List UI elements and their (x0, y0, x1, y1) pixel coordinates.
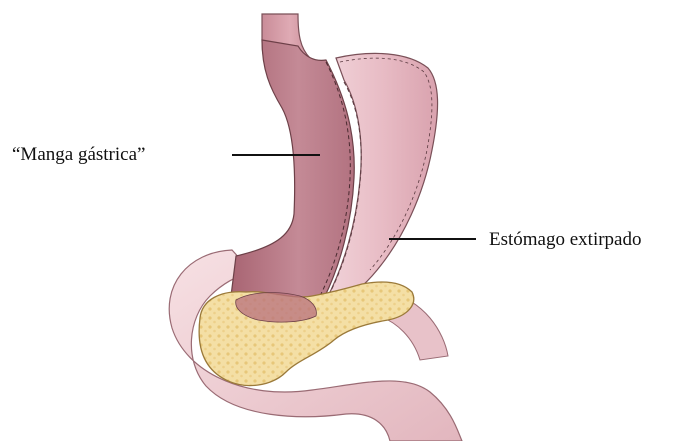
sleeve-leader-line (232, 154, 320, 156)
gastric-sleeve-shape (230, 40, 354, 315)
removed-stomach-label: Estómago extirpado (489, 230, 642, 249)
pancreas-shape (199, 282, 414, 385)
gastric-sleeve-label: “Manga gástrica” (12, 145, 145, 164)
removed-stomach-leader-line (389, 238, 476, 240)
